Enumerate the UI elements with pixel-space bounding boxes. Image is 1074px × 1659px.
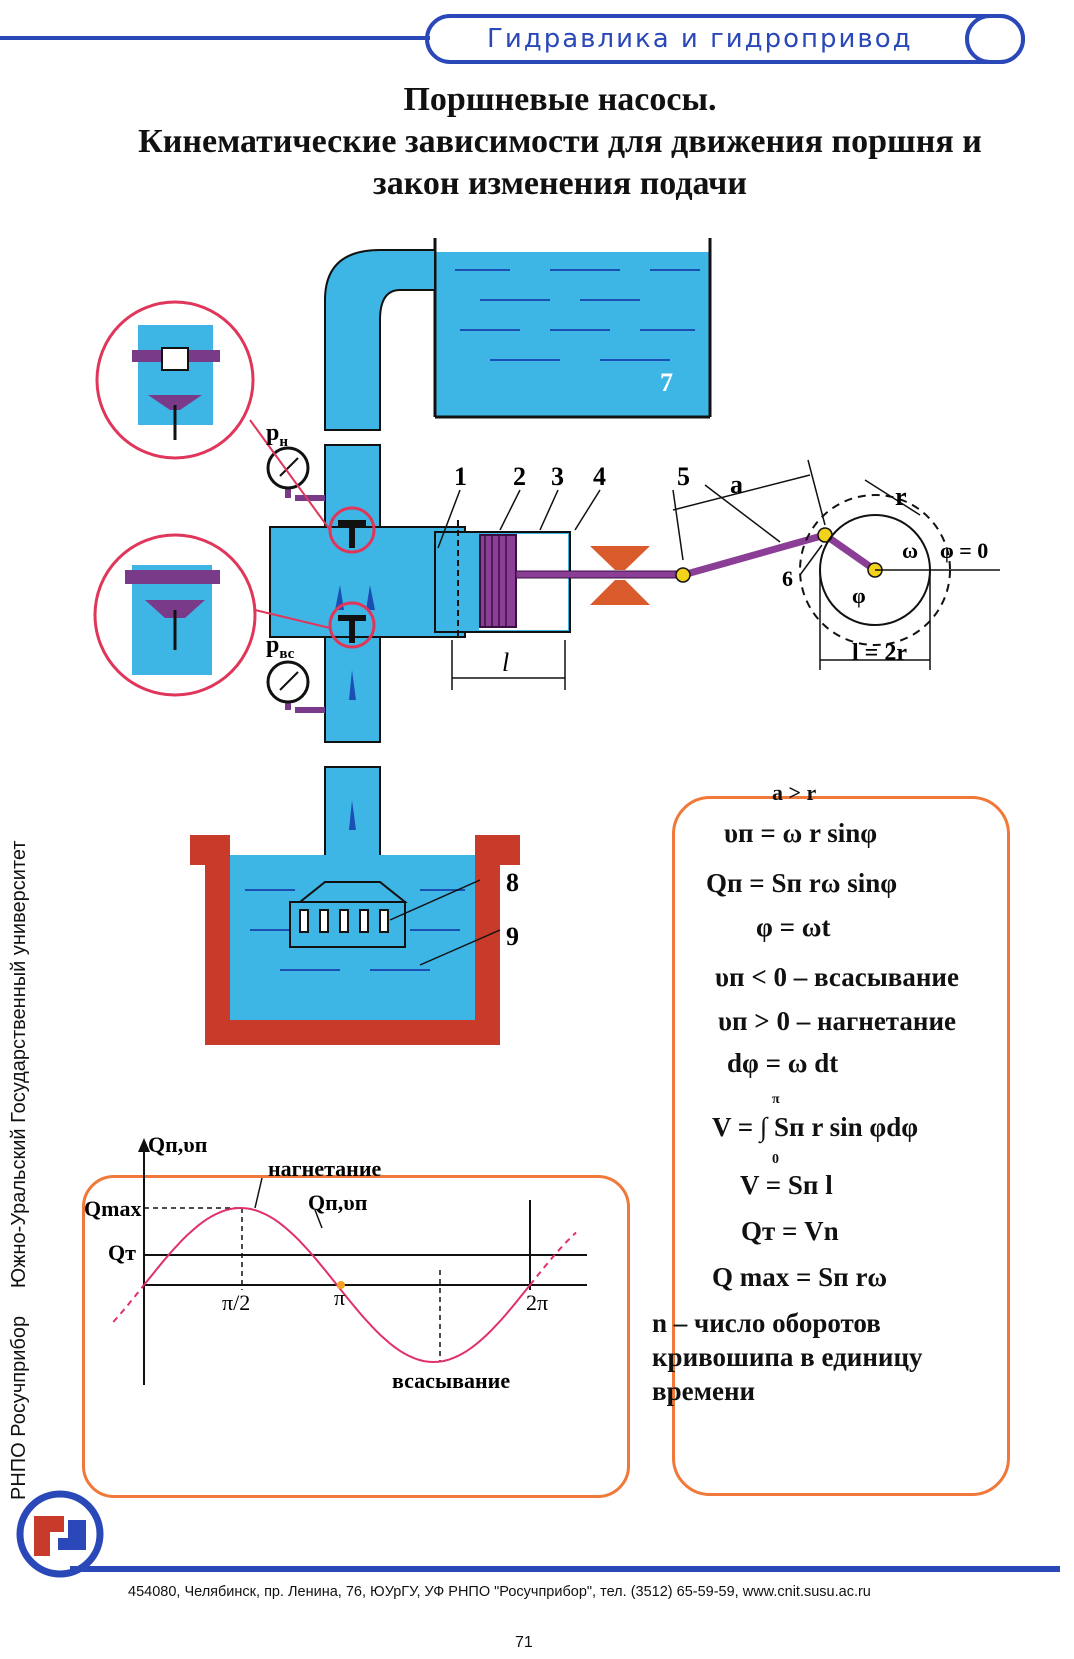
formula-n-line1: n – число оборотов (652, 1308, 881, 1338)
flow-arrows (335, 585, 375, 830)
graph-tick-pi: π (334, 1285, 346, 1310)
formula-qmax: Q max = Sп rω (712, 1262, 888, 1292)
formula-a-gt-r: a > r (772, 780, 817, 805)
section-title: Гидравлика и гидропривод (487, 24, 913, 54)
label-pn: pн (266, 420, 289, 450)
graph-tick-2pi: 2π (526, 1290, 549, 1315)
page-title-line1: Поршневые насосы. (403, 81, 717, 118)
graph-curve-label: Qп,υп (308, 1190, 368, 1215)
label-7: 7 (660, 368, 673, 397)
graph-label-suction: всасывание (392, 1368, 511, 1393)
pump-diagram (93, 238, 1000, 1045)
section-header: Гидравлика и гидропривод (425, 14, 1025, 64)
rod-seal-top (590, 546, 650, 570)
label-l: l (502, 648, 510, 677)
header-rule (0, 36, 430, 40)
graph-label-discharge: нагнетание (268, 1156, 382, 1181)
formula-n-line3: времени (652, 1376, 756, 1406)
crosshead-joint (675, 567, 691, 583)
piston-rod (515, 570, 677, 579)
rod-seal-bottom (590, 580, 650, 605)
formula-dphi: dφ = ω dt (727, 1048, 839, 1078)
formula-panel (672, 796, 1010, 1496)
flow-graph-panel (82, 1175, 630, 1498)
formula-flow: Qп = Sп rω sinφ (706, 868, 898, 898)
formula-suction: υп < 0 – всасывание (715, 962, 959, 992)
discharge-tank (433, 238, 712, 419)
footer-rule (70, 1566, 1060, 1572)
pi-point (337, 1281, 345, 1289)
graph-qt: Qт (108, 1240, 136, 1265)
header-end-cap (965, 14, 1025, 64)
flow-graph (112, 1138, 587, 1385)
crank (822, 532, 878, 573)
flow-curve-before (112, 1284, 145, 1323)
formula-volume-integral: V = ∫ Sп r sin φdφ (712, 1112, 919, 1142)
integral-upper: π (772, 1092, 780, 1107)
formula-discharge: υп > 0 – нагнетание (717, 1006, 956, 1036)
discharge-pipe-bend (324, 249, 436, 431)
label-2: 2 (513, 462, 526, 491)
connecting-rod (682, 531, 826, 579)
suction-valve (328, 601, 376, 649)
side-credits: РНПО Росучприбор Южно-Уральский Государс… (8, 700, 31, 1500)
university-text: Южно-Уральский Государственный университ… (8, 840, 30, 1289)
page-title-line2: Кинематические зависимости для движения … (138, 123, 982, 160)
formula-n-line2: кривошипа в единицу (652, 1342, 923, 1372)
label-8: 8 (506, 868, 519, 897)
page-title-line3: закон изменения подачи (373, 165, 747, 202)
label-a: a (730, 470, 743, 499)
integral-lower: 0 (772, 1152, 779, 1167)
label-4: 4 (593, 462, 606, 491)
publisher-text: РНПО Росучприбор (8, 1315, 30, 1500)
label-9: 9 (506, 922, 519, 951)
graph-y-label: Qп,υп (148, 1132, 208, 1157)
label-l2r: l = 2r (852, 640, 907, 666)
label-3: 3 (551, 462, 564, 491)
label-omega: ω (902, 538, 919, 563)
label-1: 1 (454, 462, 467, 491)
footer-address: 454080, Челябинск, пр. Ленина, 76, ЮУрГУ… (128, 1584, 871, 1600)
page-number: 71 (515, 1634, 533, 1651)
label-6: 6 (782, 566, 793, 591)
label-r: r (895, 482, 907, 511)
publisher-logo (16, 1490, 104, 1578)
piston (479, 534, 517, 628)
label-5: 5 (677, 462, 690, 491)
formula-volume: V = Sп l (740, 1170, 833, 1200)
formula-phi: φ = ωt (756, 912, 831, 942)
flow-curve-after (529, 1231, 577, 1286)
label-phi: φ (852, 583, 866, 608)
label-pvs: pвс (266, 632, 295, 662)
graph-tick-half-pi: π/2 (222, 1290, 251, 1315)
graph-qmax: Qmax (84, 1196, 142, 1221)
formula-velocity: υп = ω r sinφ (724, 818, 878, 848)
label-phi0: φ = 0 (940, 538, 989, 563)
formula-theoretical-flow: Qт = Vn (741, 1216, 839, 1246)
